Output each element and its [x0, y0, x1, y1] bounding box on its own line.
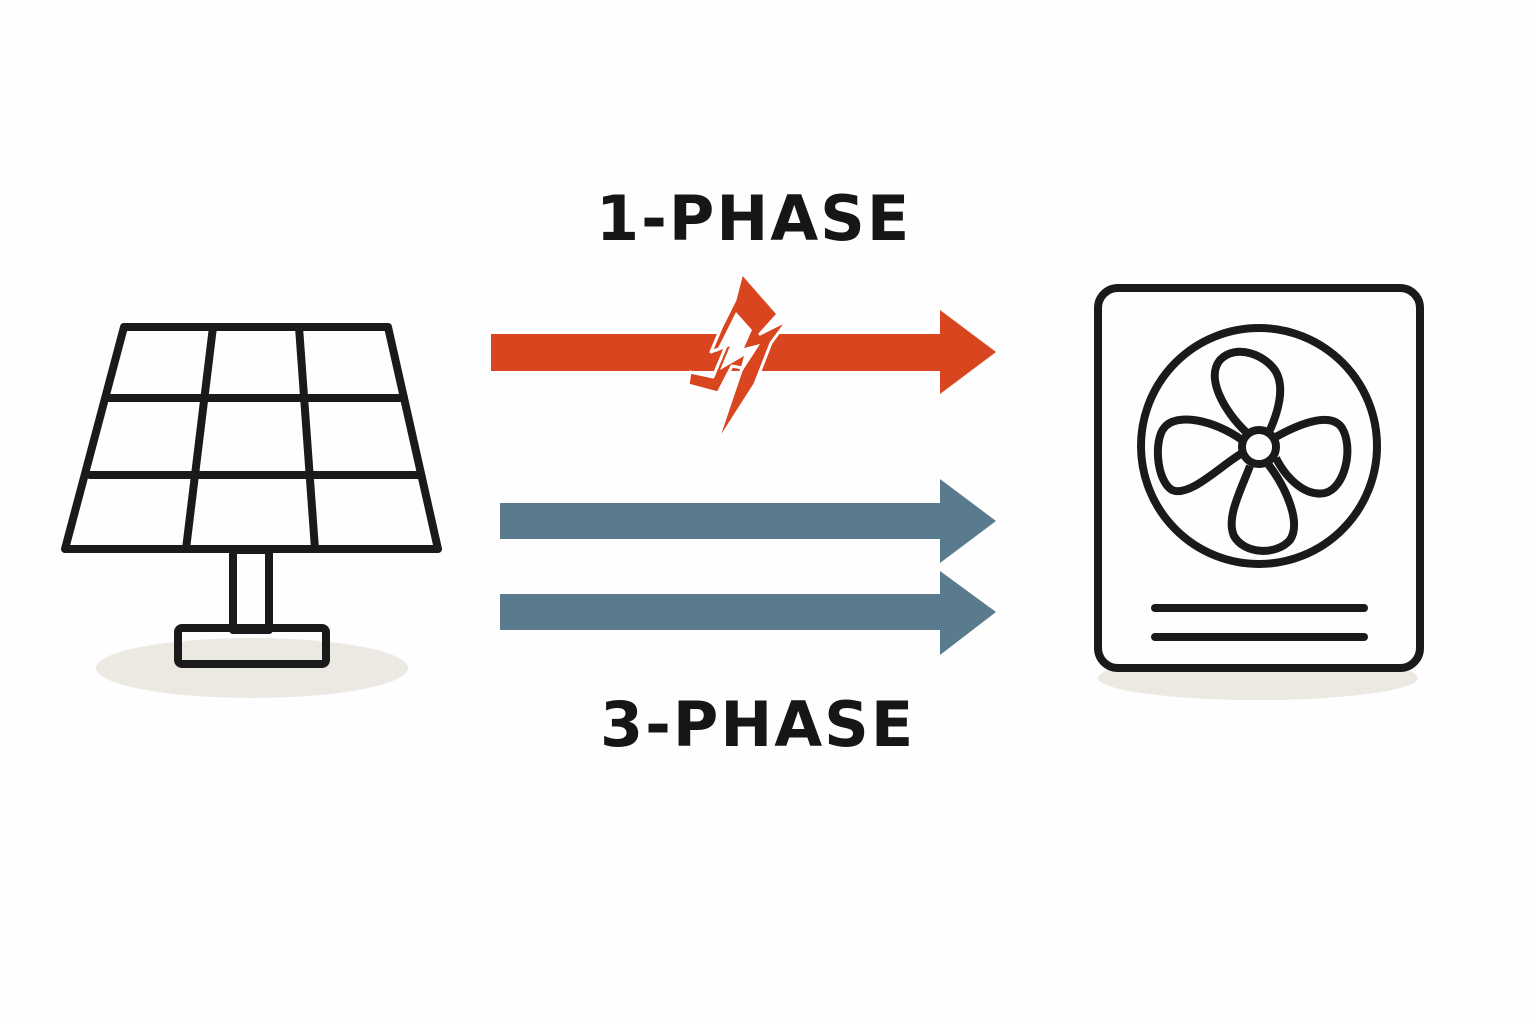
fan-blades — [1153, 347, 1352, 555]
three-phase-arrow-lower — [500, 571, 996, 655]
three-phase-arrow-upper — [500, 479, 996, 563]
solar-panel-icon — [61, 323, 442, 698]
fan-unit-housing — [1094, 284, 1424, 672]
solar-panel-column-line — [182, 323, 217, 553]
three-phase-label: 3-PHASE — [600, 688, 916, 761]
fan-hub — [1238, 426, 1280, 468]
single-phase-label: 1-PHASE — [596, 182, 912, 255]
solar-panel-column-line — [295, 323, 319, 553]
fan-guard-ring — [1137, 324, 1381, 568]
solar-panel-frame — [61, 323, 442, 553]
lightning-bolt-icon — [686, 271, 790, 447]
lightning-bolt-core — [716, 312, 760, 378]
solar-panel-post — [229, 546, 273, 634]
solar-panel-base — [174, 624, 330, 668]
fan-unit-icon — [1094, 284, 1424, 700]
